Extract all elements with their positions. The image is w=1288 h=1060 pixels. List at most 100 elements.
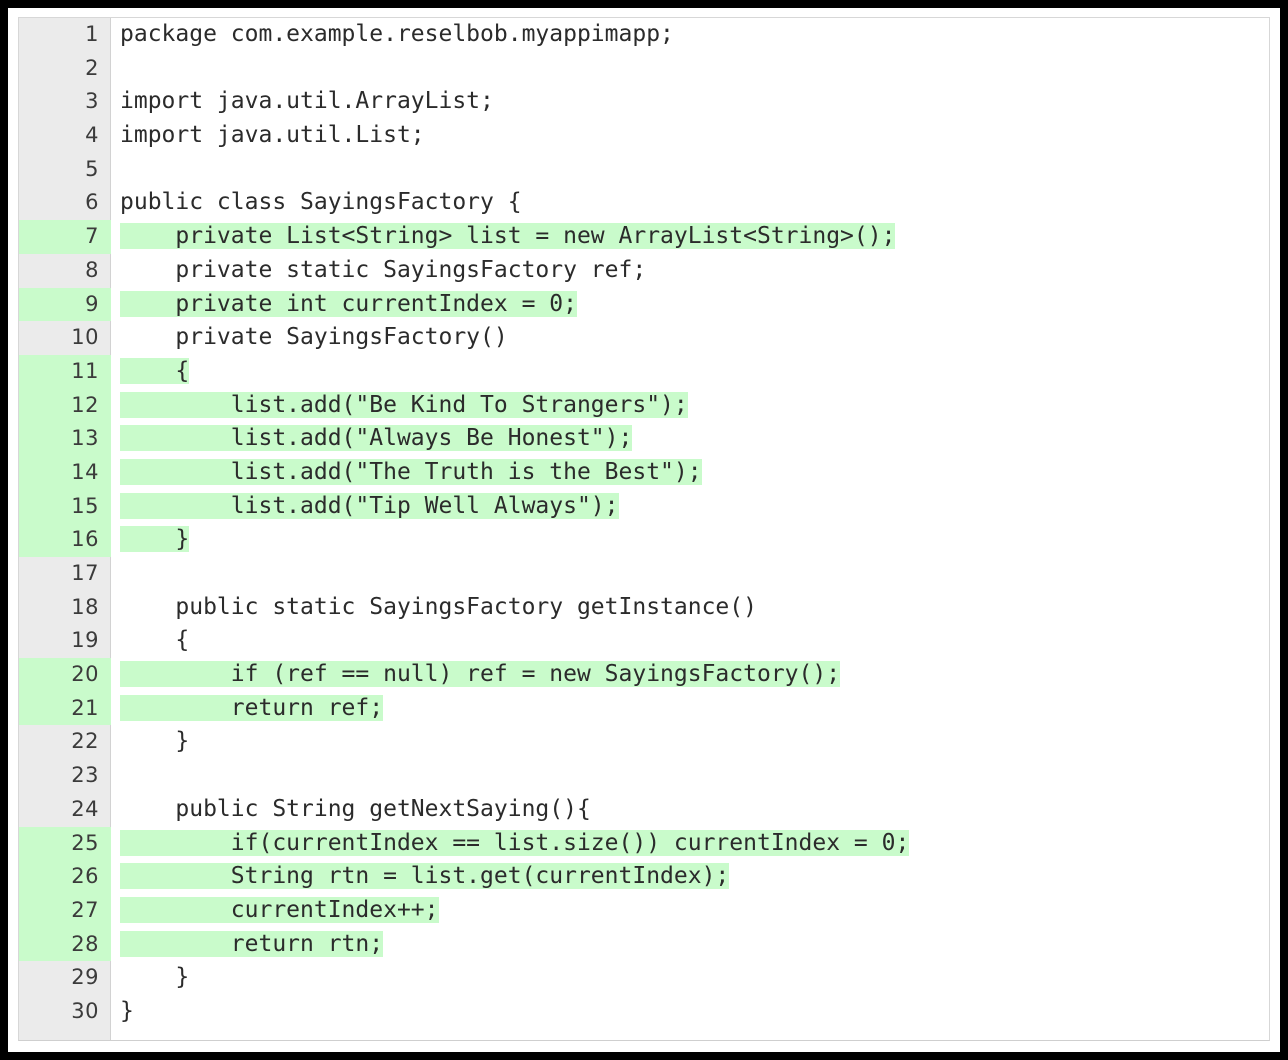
line-number: 30	[71, 998, 99, 1023]
code-span: public class SayingsFactory {	[120, 189, 522, 216]
code-text[interactable]: public static SayingsFactory getInstance…	[111, 591, 1269, 625]
code-lines[interactable]: 1 package com.example.reselbob.myappimapp…	[19, 18, 1269, 1029]
line-number: 6	[85, 190, 99, 215]
code-line[interactable]: 16 }	[19, 523, 1269, 558]
code-text[interactable]: private static SayingsFactory ref;	[111, 254, 1269, 288]
line-number: 22	[71, 729, 99, 754]
code-text[interactable]: list.add("The Truth is the Best");	[111, 456, 1269, 490]
code-line[interactable]: 5	[19, 153, 1269, 187]
code-text[interactable]: private int currentIndex = 0;	[111, 288, 1269, 322]
code-text[interactable]: list.add("Be Kind To Strangers");	[111, 389, 1269, 423]
highlight-band: {	[120, 357, 190, 384]
code-text[interactable]: import java.util.ArrayList;	[111, 85, 1269, 119]
code-line[interactable]: 26 String rtn = list.get(currentIndex);	[19, 860, 1269, 894]
code-span: import java.util.ArrayList;	[120, 88, 494, 115]
code-listing[interactable]: 1 package com.example.reselbob.myappimapp…	[18, 17, 1270, 1041]
code-line[interactable]: 7 private List<String> list = new ArrayL…	[19, 220, 1269, 254]
highlight-band: list.add("Always Be Honest");	[120, 425, 633, 452]
line-number: 12	[19, 388, 111, 423]
highlight-band: return rtn;	[120, 930, 384, 957]
code-line[interactable]: 21 return ref;	[19, 691, 1269, 726]
code-line[interactable]: 12 list.add("Be Kind To Strangers");	[19, 388, 1269, 423]
line-number: 16	[19, 523, 111, 558]
code-line[interactable]: 17	[19, 557, 1269, 591]
code-line[interactable]: 14 list.add("The Truth is the Best");	[19, 455, 1269, 490]
code-span: package com.example.reselbob.myappimapp;	[120, 21, 674, 47]
highlight-band: String rtn = list.get(currentIndex);	[120, 863, 730, 890]
code-line[interactable]: 25 if(currentIndex == list.size()) curre…	[19, 826, 1269, 861]
line-number: 23	[71, 763, 99, 788]
code-span: public String getNextSaying(){	[120, 795, 591, 822]
code-line[interactable]: 22 }	[19, 725, 1269, 759]
line-number: 25	[19, 826, 111, 861]
code-line[interactable]: 18 public static SayingsFactory getInsta…	[19, 591, 1269, 625]
code-line[interactable]: 29 }	[19, 961, 1269, 995]
code-text[interactable]: {	[111, 624, 1269, 658]
code-text[interactable]: }	[111, 523, 1269, 557]
code-line[interactable]: 4 import java.util.List;	[19, 119, 1269, 153]
code-line[interactable]: 23	[19, 759, 1269, 793]
highlight-band: }	[120, 526, 190, 553]
highlight-band: if (ref == null) ref = new SayingsFactor…	[120, 661, 841, 688]
code-text[interactable]: public class SayingsFactory {	[111, 186, 1269, 220]
code-line[interactable]: 6 public class SayingsFactory {	[19, 186, 1269, 220]
code-text[interactable]: if (ref == null) ref = new SayingsFactor…	[111, 658, 1269, 692]
highlight-band: private List<String> list = new ArrayLis…	[120, 223, 896, 250]
frame-mat: 1 package com.example.reselbob.myappimapp…	[8, 8, 1280, 1052]
line-number: 4	[85, 123, 99, 148]
code-text[interactable]: private List<String> list = new ArrayLis…	[111, 220, 1269, 254]
code-line[interactable]: 20 if (ref == null) ref = new SayingsFac…	[19, 658, 1269, 692]
code-text[interactable]: list.add("Always Be Honest");	[111, 422, 1269, 456]
highlight-band: if(currentIndex == list.size()) currentI…	[120, 829, 910, 856]
code-text[interactable]: list.add("Tip Well Always");	[111, 490, 1269, 524]
code-line[interactable]: 8 private static SayingsFactory ref;	[19, 254, 1269, 288]
line-number: 24	[71, 796, 99, 821]
code-line[interactable]: 10 private SayingsFactory()	[19, 321, 1269, 355]
line-number: 3	[85, 89, 99, 114]
line-number: 15	[19, 489, 111, 524]
code-line[interactable]: 2	[19, 52, 1269, 86]
code-text[interactable]: return ref;	[111, 692, 1269, 726]
line-number: 17	[71, 561, 99, 585]
line-number: 8	[85, 257, 99, 282]
line-number: 11	[19, 354, 111, 389]
code-span: private static SayingsFactory ref;	[120, 256, 647, 283]
code-text[interactable]: package com.example.reselbob.myappimapp;	[111, 18, 1269, 52]
code-line[interactable]: 1 package com.example.reselbob.myappimapp…	[19, 18, 1269, 52]
code-text[interactable]: if(currentIndex == list.size()) currentI…	[111, 827, 1269, 861]
line-number: 1	[85, 22, 99, 46]
code-text[interactable]: public String getNextSaying(){	[111, 793, 1269, 827]
line-number: 9	[19, 287, 111, 322]
highlight-band: private int currentIndex = 0;	[120, 290, 577, 317]
code-text[interactable]: import java.util.List;	[111, 119, 1269, 153]
line-number: 5	[85, 156, 99, 181]
code-line[interactable]: 9 private int currentIndex = 0;	[19, 287, 1269, 322]
code-text[interactable]: }	[111, 995, 1269, 1029]
code-text[interactable]: private SayingsFactory()	[111, 321, 1269, 355]
code-text[interactable]: }	[111, 961, 1269, 995]
code-line[interactable]: 15 list.add("Tip Well Always");	[19, 489, 1269, 524]
code-line[interactable]: 30}	[19, 995, 1269, 1029]
code-text[interactable]: String rtn = list.get(currentIndex);	[111, 860, 1269, 894]
line-number: 21	[19, 691, 111, 726]
code-line[interactable]: 13 list.add("Always Be Honest");	[19, 422, 1269, 456]
code-text[interactable]: }	[111, 725, 1269, 759]
line-number: 20	[19, 658, 111, 692]
code-text[interactable]: {	[111, 355, 1269, 389]
code-line[interactable]: 11 {	[19, 354, 1269, 389]
code-line[interactable]: 19 {	[19, 624, 1269, 658]
line-number: 18	[71, 594, 99, 619]
code-line[interactable]: 3 import java.util.ArrayList;	[19, 85, 1269, 119]
code-line[interactable]: 28 return rtn;	[19, 927, 1269, 962]
line-number: 13	[19, 422, 111, 456]
line-number: 19	[71, 628, 99, 653]
code-line[interactable]: 24 public String getNextSaying(){	[19, 793, 1269, 827]
highlight-band: list.add("Be Kind To Strangers");	[120, 391, 688, 418]
highlight-band: return ref;	[120, 694, 384, 721]
line-number: 29	[71, 965, 99, 990]
code-text[interactable]: currentIndex++;	[111, 894, 1269, 928]
code-line[interactable]: 27 currentIndex++;	[19, 893, 1269, 928]
code-text[interactable]: return rtn;	[111, 928, 1269, 962]
code-span: public static SayingsFactory getInstance…	[120, 593, 757, 620]
